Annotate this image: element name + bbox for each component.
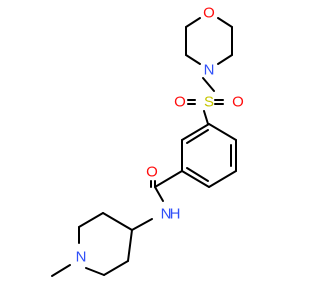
bond — [203, 110, 209, 125]
bond — [131, 218, 153, 231]
sulfonyl-oxygen-left-label: O — [174, 94, 186, 111]
bond — [185, 54, 201, 65]
amide-nitrogen-label: N — [161, 206, 172, 223]
bond — [51, 264, 71, 277]
amide-group — [131, 170, 183, 231]
sulfonyl-group — [187, 77, 224, 125]
morpholine-ring — [185, 17, 233, 65]
bond — [127, 229, 133, 262]
bond — [217, 17, 233, 28]
bond — [181, 170, 210, 188]
bond — [103, 260, 129, 276]
sulfur-label: S — [204, 94, 214, 111]
bond — [202, 77, 215, 92]
bond — [208, 170, 237, 188]
bond — [217, 54, 233, 65]
morpholine-nitrogen-label: N — [204, 62, 215, 79]
bond — [186, 129, 209, 144]
piperidine-ring — [51, 212, 133, 277]
bond — [85, 267, 105, 276]
bond — [185, 17, 201, 28]
bond — [186, 167, 209, 182]
bond — [154, 186, 164, 202]
bond — [208, 123, 237, 141]
piperidine-nitrogen-label: N — [76, 249, 87, 266]
amide-hydrogen-label: H — [170, 206, 181, 223]
bond — [181, 123, 210, 141]
sulfonyl-oxygen-right-label: O — [232, 94, 244, 111]
bond — [154, 170, 183, 188]
bond — [102, 212, 133, 231]
bond — [78, 212, 104, 228]
morpholine-oxygen-label: O — [203, 5, 215, 22]
benzene-ring — [181, 123, 237, 188]
molecule-structure: O N S O O O N H N — [51, 5, 244, 277]
carbonyl-oxygen-label: O — [146, 164, 158, 181]
